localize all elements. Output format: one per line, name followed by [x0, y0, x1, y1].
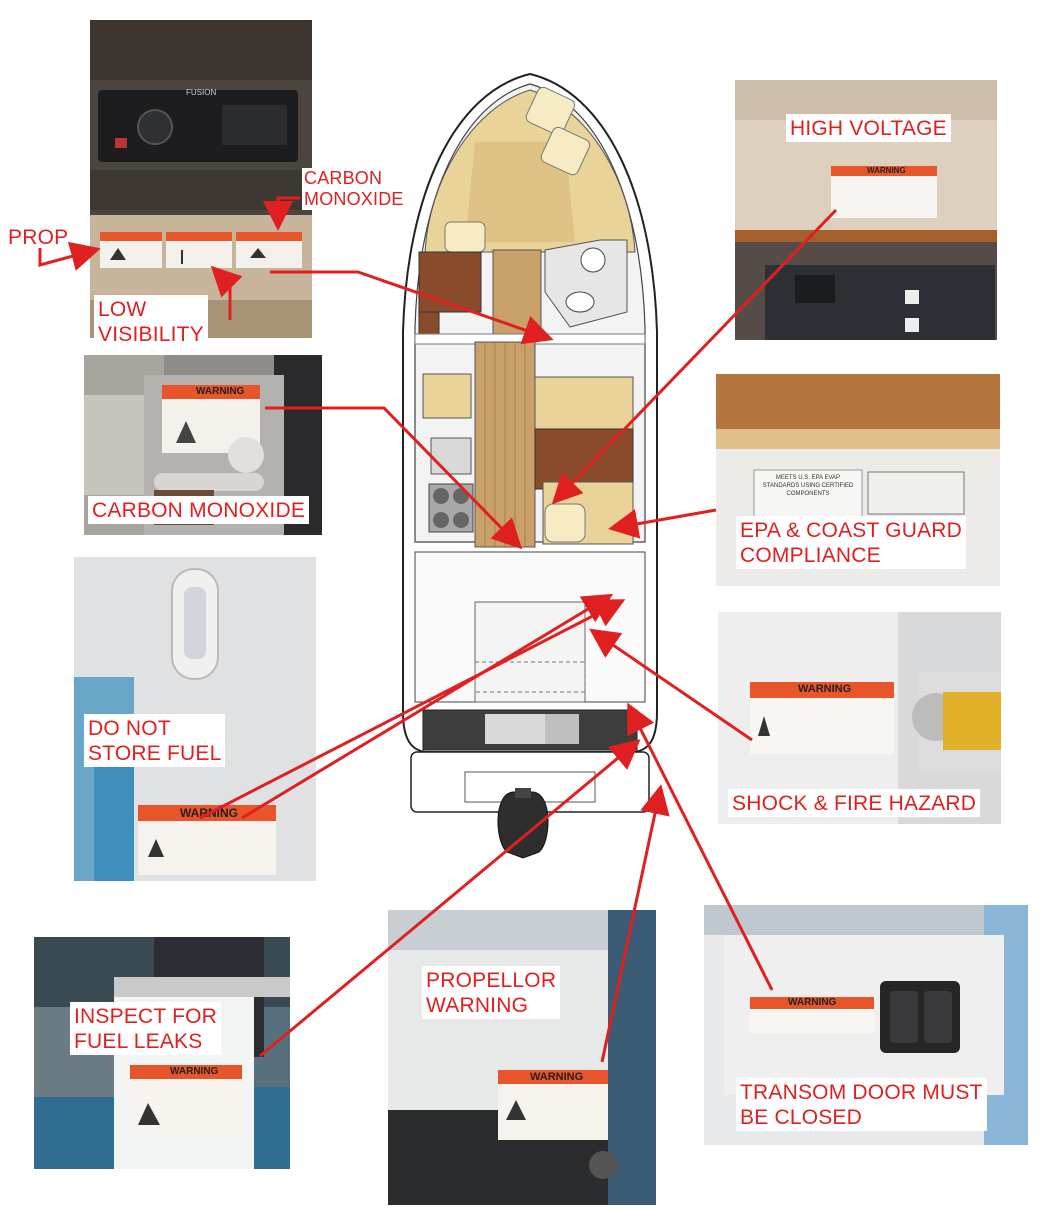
- epa-label-text: MEETS U.S. EPA EVAP STANDARDS USING CERT…: [762, 475, 854, 497]
- shock-fire-warning-header: WARNING: [798, 683, 852, 695]
- transom-warning-header: WARNING: [788, 997, 837, 1008]
- callout-propellor-warning: PROPELLOR WARNING: [422, 966, 561, 1019]
- callout-inspect-fuel-leaks: INSPECT FOR FUEL LEAKS: [70, 1002, 221, 1055]
- callout-low-visibility: LOW VISIBILITY: [94, 295, 208, 348]
- callout-epa-compliance: EPA & COAST GUARD COMPLIANCE: [736, 516, 967, 569]
- callout-transom-door: TRANSOM DOOR MUST BE CLOSED: [736, 1078, 987, 1131]
- callout-shock-fire: SHOCK & FIRE HAZARD: [728, 789, 981, 817]
- callout-carbon-monoxide-mid: CARBON MONOXIDE: [88, 496, 310, 524]
- callout-high-voltage: HIGH VOLTAGE: [786, 114, 951, 142]
- photo-shock-fire: WARNING: [718, 612, 1001, 824]
- arrow-prop: [38, 241, 101, 271]
- propellor-warning-header: WARNING: [530, 1071, 584, 1083]
- photo-radio-panel: FUSION: [90, 20, 312, 338]
- co-door-warning-header: WARNING: [196, 386, 245, 397]
- callout-do-not-store-fuel: DO NOT STORE FUEL: [84, 714, 226, 767]
- callout-carbon-monoxide-top: CARBON MONOXIDE: [302, 168, 406, 210]
- fuel-leaks-warning-header: WARNING: [170, 1066, 219, 1077]
- boat-deck-plan: [395, 72, 665, 872]
- photo-propellor: WARNING: [388, 910, 656, 1205]
- radio-brand-label: FUSION: [186, 88, 217, 97]
- callout-prop: PROP: [8, 226, 69, 249]
- fuel-locker-warning-header: WARNING: [180, 806, 238, 820]
- high-voltage-warning-header: WARNING: [867, 166, 906, 175]
